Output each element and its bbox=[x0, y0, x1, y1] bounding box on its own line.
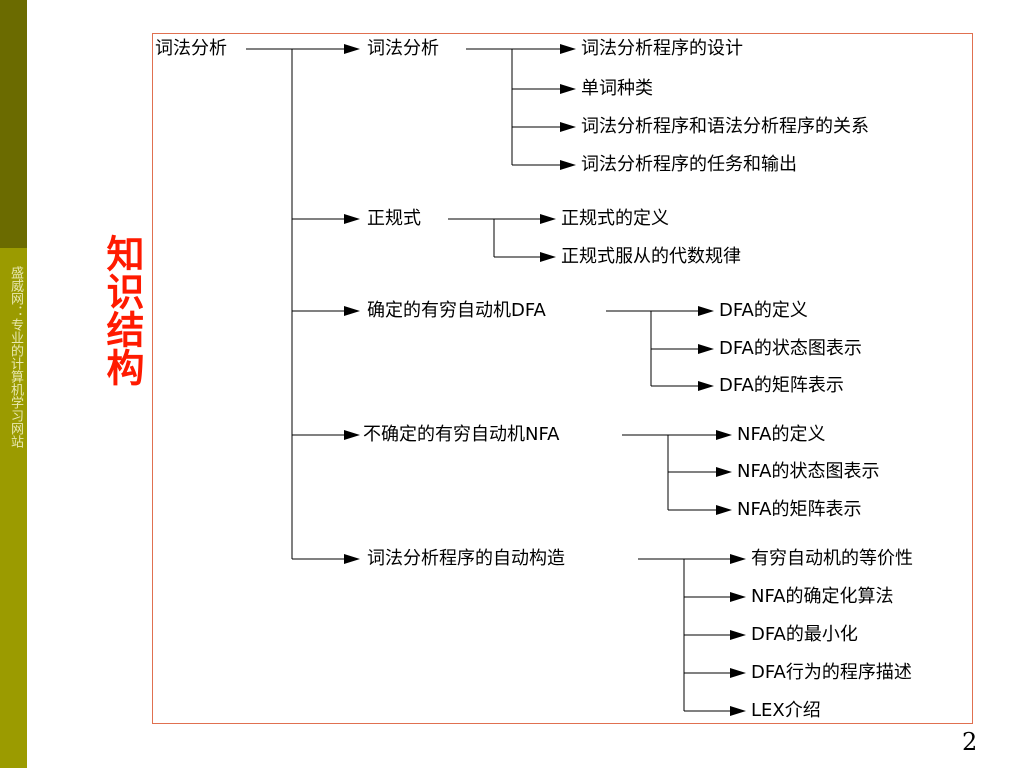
root-node: 词法分析 bbox=[154, 38, 228, 60]
arrowhead-icon bbox=[698, 344, 714, 354]
leaf-node: NFA的定义 bbox=[736, 424, 827, 446]
leaf-node: 正规式的定义 bbox=[560, 208, 670, 230]
leaf-node: NFA的状态图表示 bbox=[736, 461, 881, 483]
arrowhead-icon bbox=[730, 554, 746, 564]
diagram-frame bbox=[152, 33, 973, 724]
sidebar-top-band bbox=[0, 0, 27, 248]
leaf-node: LEX介绍 bbox=[750, 700, 822, 722]
arrowhead-icon bbox=[716, 467, 732, 477]
branch-node-nfa: 不确定的有穷自动机NFA bbox=[362, 424, 561, 446]
sidebar-bottom-band bbox=[0, 248, 27, 768]
branch-node-lexical-analysis: 词法分析 bbox=[366, 38, 440, 60]
arrowhead-icon bbox=[716, 505, 732, 515]
leaf-node: 正规式服从的代数规律 bbox=[560, 246, 742, 268]
branch-node-auto-construction: 词法分析程序的自动构造 bbox=[366, 548, 566, 570]
arrowhead-icon bbox=[344, 306, 360, 316]
branch-node-regex: 正规式 bbox=[366, 208, 422, 230]
arrowhead-icon bbox=[560, 160, 576, 170]
sidebar: 盛威网：专业的计算机学习网站 bbox=[0, 0, 27, 768]
arrowhead-icon bbox=[540, 214, 556, 224]
arrowhead-icon bbox=[698, 306, 714, 316]
arrowhead-icon bbox=[344, 44, 360, 54]
arrowhead-icon bbox=[560, 44, 576, 54]
leaf-node: 词法分析程序的设计 bbox=[580, 38, 744, 60]
arrowhead-icon bbox=[560, 122, 576, 132]
arrowhead-icon bbox=[730, 706, 746, 716]
arrowhead-icon bbox=[730, 592, 746, 602]
leaf-node: 有穷自动机的等价性 bbox=[750, 548, 914, 570]
page-number: 2 bbox=[962, 728, 978, 756]
arrowhead-icon bbox=[716, 430, 732, 440]
leaf-node: DFA的定义 bbox=[718, 300, 809, 322]
arrowhead-icon bbox=[730, 668, 746, 678]
arrowhead-icon bbox=[344, 554, 360, 564]
arrowhead-icon bbox=[344, 430, 360, 440]
leaf-node: DFA的矩阵表示 bbox=[718, 375, 845, 397]
arrowhead-icon bbox=[560, 84, 576, 94]
arrowhead-icon bbox=[698, 381, 714, 391]
slide-title: 知识结构 bbox=[100, 234, 145, 386]
leaf-node: 单词种类 bbox=[580, 78, 654, 100]
arrowhead-icon bbox=[730, 630, 746, 640]
sidebar-caption: 盛威网：专业的计算机学习网站 bbox=[8, 266, 23, 448]
branch-node-dfa: 确定的有穷自动机DFA bbox=[366, 300, 547, 322]
arrowhead-icon bbox=[540, 252, 556, 262]
arrowhead-icon bbox=[344, 214, 360, 224]
leaf-node: NFA的确定化算法 bbox=[750, 586, 895, 608]
leaf-node: DFA行为的程序描述 bbox=[750, 662, 913, 684]
leaf-node: DFA的状态图表示 bbox=[718, 338, 863, 360]
leaf-node: NFA的矩阵表示 bbox=[736, 499, 863, 521]
leaf-node: 词法分析程序和语法分析程序的关系 bbox=[580, 116, 870, 138]
leaf-node: 词法分析程序的任务和输出 bbox=[580, 154, 798, 176]
leaf-node: DFA的最小化 bbox=[750, 624, 859, 646]
